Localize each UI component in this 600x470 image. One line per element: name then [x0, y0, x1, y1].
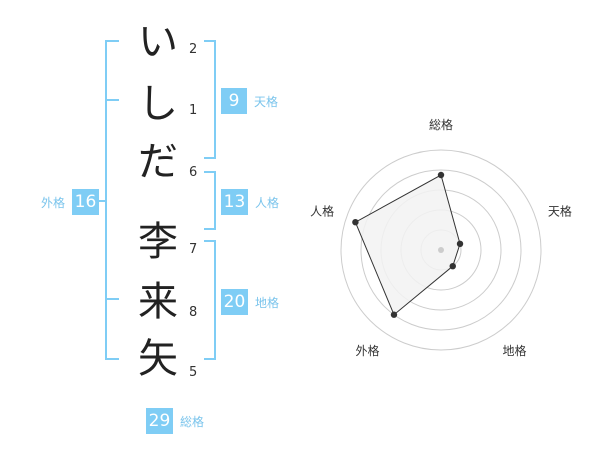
- surname-stroke-3: 6: [189, 165, 198, 180]
- jinkaku-label: 人格: [255, 196, 280, 210]
- surname-stroke-1: 2: [189, 42, 198, 57]
- surname-stroke-2: 1: [189, 103, 198, 118]
- given-stroke-3: 5: [189, 365, 198, 380]
- radar-axis-label: 天格: [548, 203, 572, 218]
- tenkaku-label: 天格: [254, 95, 279, 109]
- radar-axis-label: 総格: [429, 117, 453, 132]
- gaikaku-label: 外格: [41, 196, 66, 210]
- chikaku-label: 地格: [255, 296, 280, 310]
- radar-point: [456, 240, 464, 248]
- radar-axis-label: 地格: [502, 343, 526, 358]
- chikaku-value: 20: [221, 289, 248, 315]
- radar-point: [352, 218, 359, 226]
- soukaku-label: 総格: [180, 415, 205, 429]
- given-stroke-2: 8: [189, 305, 198, 320]
- radar-grid-ring: [360, 169, 522, 331]
- radar-center: [438, 247, 444, 253]
- surname-char-2: し: [138, 81, 178, 127]
- given-char-3: 矢: [138, 336, 178, 382]
- radar-point: [437, 171, 445, 179]
- surname-char-1: い: [138, 19, 178, 65]
- jinkaku-value: 13: [221, 189, 248, 215]
- soukaku-value: 29: [146, 408, 173, 434]
- surname-char-3: だ: [138, 139, 178, 185]
- radar-point: [449, 262, 456, 270]
- given-char-2: 来: [138, 279, 178, 325]
- radar-axis-label: 外格: [356, 343, 380, 358]
- radar-area: [354, 174, 461, 316]
- tenkaku-value: 9: [221, 88, 247, 114]
- radar-axis-label: 人格: [310, 203, 334, 218]
- given-stroke-1: 7: [189, 242, 198, 257]
- radar-grid-ring: [340, 149, 542, 351]
- radar-point: [390, 311, 398, 318]
- given-char-1: 李: [138, 219, 178, 265]
- gaikaku-value: 16: [72, 189, 99, 215]
